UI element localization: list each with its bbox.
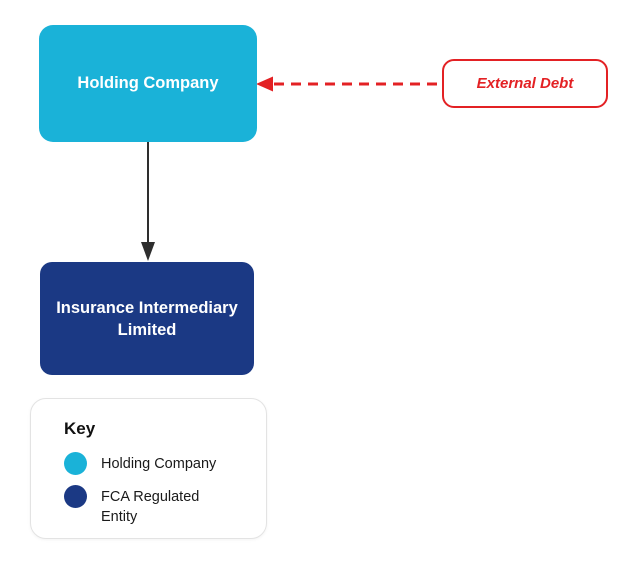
legend-item-fca: FCA Regulated Entity — [64, 485, 250, 527]
ownership-arrowhead — [141, 242, 155, 261]
insurance-intermediary-label: Insurance Intermediary Limited — [56, 298, 238, 339]
legend-item-holding: Holding Company — [64, 452, 250, 475]
external-debt-arrowhead — [256, 76, 273, 92]
legend-label-fca: FCA Regulated Entity — [101, 489, 200, 525]
insurance-intermediary-node: Insurance Intermediary Limited — [40, 262, 254, 375]
holding-company-swatch-icon — [64, 452, 87, 475]
legend-label-holding: Holding Company — [101, 456, 217, 472]
external-debt-node: External Debt — [442, 59, 608, 108]
key-panel: Key Holding Company FCA Regulated Entity — [30, 398, 267, 539]
fca-regulated-swatch-icon — [64, 485, 87, 508]
holding-company-node: Holding Company — [39, 25, 257, 142]
holding-company-label: Holding Company — [77, 74, 219, 92]
key-title: Key — [64, 419, 96, 438]
external-debt-label: External Debt — [476, 75, 574, 92]
